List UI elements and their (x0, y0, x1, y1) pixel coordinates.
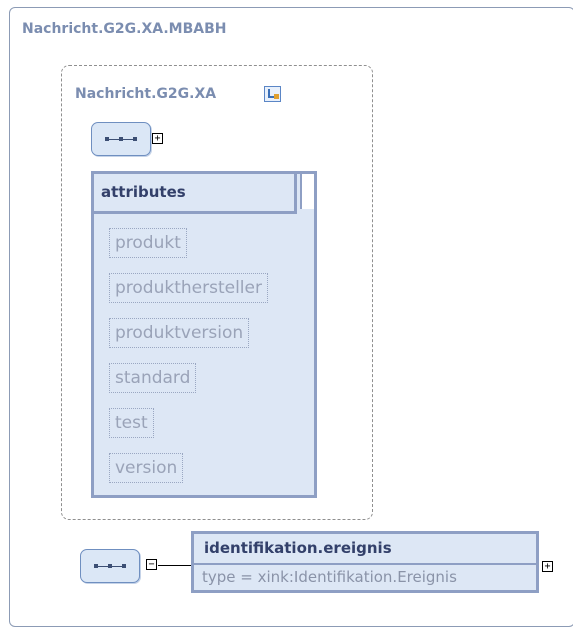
element-name: identifikation.ereignis (204, 539, 392, 557)
outer-element-title: Nachricht.G2G.XA.MBABH (22, 21, 227, 37)
element-box[interactable]: identifikation.ereignis type = xink:Iden… (191, 531, 539, 593)
attribute-item[interactable]: produkthersteller (109, 273, 268, 303)
attributes-panel: attributes produkt produkthersteller pro… (91, 171, 317, 498)
attribute-item[interactable]: produkt (109, 228, 187, 258)
attribute-item[interactable]: produktversion (109, 318, 250, 348)
element-type: type = xink:Identifikation.Ereignis (202, 568, 457, 586)
expand-element-toggle[interactable]: + (542, 561, 553, 572)
attributes-header-label: attributes (101, 183, 186, 201)
collapse-sequence-toggle[interactable]: − (146, 559, 157, 570)
attribute-item[interactable]: version (109, 453, 184, 483)
connector-line (158, 565, 191, 566)
expand-sequence-toggle[interactable]: + (152, 133, 163, 144)
attributes-header-tab (300, 174, 314, 209)
complex-type-title[interactable]: Nachricht.G2G.XA (75, 86, 217, 102)
attribute-item[interactable]: test (109, 408, 154, 438)
element-divider (194, 563, 536, 565)
sequence-icon (105, 137, 137, 143)
attribute-item[interactable]: standard (109, 363, 197, 393)
attributes-header: attributes (94, 174, 297, 214)
sequence-icon (94, 564, 126, 570)
complex-type-icon (264, 86, 281, 102)
complex-type-group (61, 65, 373, 520)
sequence-compositor-top[interactable] (91, 122, 151, 156)
sequence-compositor-bottom[interactable] (80, 549, 140, 583)
